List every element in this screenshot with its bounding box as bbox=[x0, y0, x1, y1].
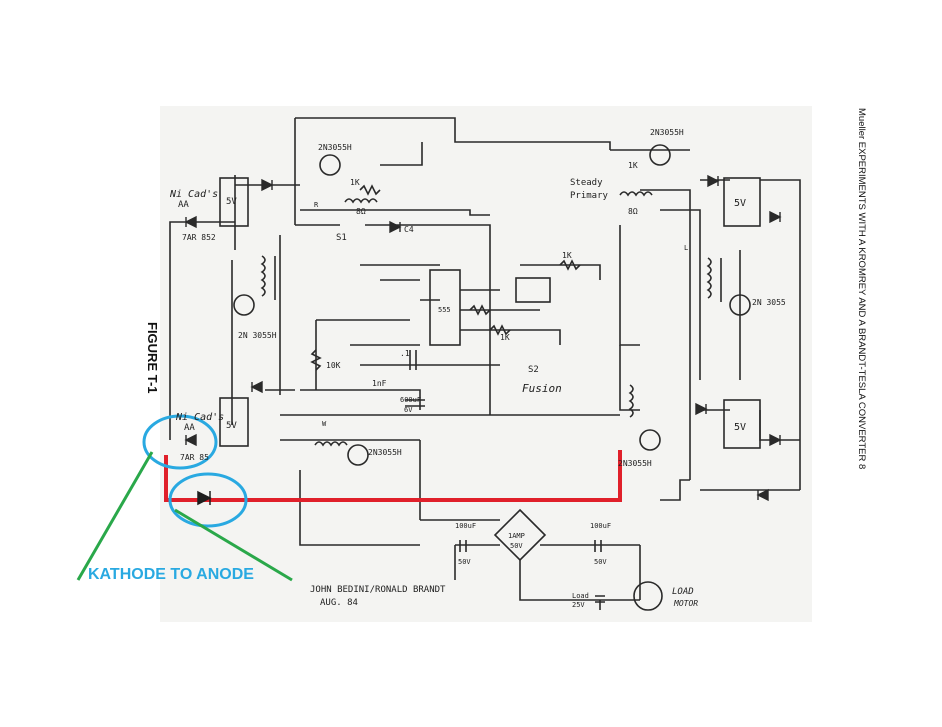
label-bridge-50v: 50V bbox=[510, 542, 523, 550]
label-battery-5v-1: 5V bbox=[226, 197, 237, 207]
figure-label: FIGURE T-1 bbox=[145, 322, 160, 394]
label-load-cap: Load bbox=[572, 592, 589, 600]
label-transistor-bottom: 2N3055H bbox=[368, 448, 402, 457]
label-transistor-top-right: 2N3055H bbox=[650, 128, 684, 137]
label-transistor-mid-right: 2N 3055 bbox=[752, 298, 786, 307]
label-cap-left-v: 50V bbox=[458, 558, 471, 566]
label-diode-top: 7AR 852 bbox=[182, 233, 216, 242]
scan-background bbox=[160, 106, 812, 622]
label-fusion: Fusion bbox=[522, 382, 562, 395]
label-nicad-bottom-aa: AA bbox=[184, 423, 195, 433]
side-page-number: 8 bbox=[856, 463, 867, 470]
label-cap-left: 100uF bbox=[455, 522, 476, 530]
callout-text: KATHODE TO ANODE bbox=[88, 566, 254, 583]
side-title-text: Mueller EXPERIMENTS WITH A KROMREY AND A… bbox=[856, 108, 867, 462]
label-led-c4: C4 bbox=[404, 225, 414, 234]
label-nicad-bottom: Ni Cad's bbox=[175, 412, 224, 423]
label-primary: Primary bbox=[570, 191, 609, 201]
diode-symbols bbox=[184, 174, 782, 502]
callout-circle-added-diode bbox=[168, 472, 248, 528]
label-res-10k: 10K bbox=[326, 361, 341, 370]
label-l: L bbox=[684, 244, 688, 252]
label-transistor-mid-left: 2N 3055H bbox=[238, 331, 277, 340]
label-res-1k-top: 1K bbox=[350, 178, 360, 187]
credit-line-2: AUG. 84 bbox=[320, 598, 358, 608]
label-cap-right-v: 50V bbox=[594, 558, 607, 566]
callout-circle-original-diode bbox=[142, 414, 218, 470]
label-diode-bottom: 7AR 85 bbox=[180, 453, 209, 462]
label-w: W bbox=[322, 420, 327, 428]
added-red-wire bbox=[164, 450, 622, 502]
label-bridge-1amp: 1AMP bbox=[508, 532, 525, 540]
label-nicad-top: Ni Cad's bbox=[169, 189, 218, 200]
label-transistor-top: 2N3055H bbox=[318, 143, 352, 152]
label-cap-1nf: 1nF bbox=[372, 379, 387, 388]
label-load-cap-v: 25V bbox=[572, 601, 585, 609]
label-res-8-2: 8Ω bbox=[356, 207, 366, 216]
label-motor: MOTOR bbox=[673, 599, 698, 608]
label-cap-right: 100uF bbox=[590, 522, 611, 530]
label-ic-555: 555 bbox=[438, 306, 451, 314]
label-nicad-top-aa: AA bbox=[178, 200, 189, 210]
label-steady: Steady bbox=[570, 178, 603, 188]
label-switch-s1: S1 bbox=[336, 233, 347, 243]
label-battery-5v-2: 5V bbox=[226, 421, 237, 431]
schematic-wiring bbox=[169, 117, 801, 611]
label-res-1k-mid: 1K bbox=[562, 251, 572, 260]
label-switch-s2: S2 bbox=[528, 365, 539, 375]
green-pointer-lines bbox=[76, 451, 293, 582]
schematic-labels: Ni Cad's AA Ni Cad's AA 5V 5V 5V 5V 7AR … bbox=[169, 128, 786, 609]
label-r: R bbox=[314, 201, 319, 209]
label-transistor-bottom-right: 2N3055H bbox=[618, 459, 652, 468]
side-title: Mueller EXPERIMENTS WITH A KROMREY AND A… bbox=[851, 108, 867, 538]
added-diode-icon bbox=[197, 490, 212, 506]
label-cap-1: .1 bbox=[400, 349, 410, 358]
label-res-1k-right: 1K bbox=[628, 161, 638, 170]
label-battery-5v-3: 5V bbox=[734, 198, 746, 209]
label-cap-600uf: 600uF bbox=[400, 396, 421, 404]
label-res-1k-low: 1K bbox=[500, 333, 510, 342]
label-load-motor: LOAD bbox=[672, 587, 694, 597]
label-battery-5v-4: 5V bbox=[734, 422, 746, 433]
label-res-8-2-right: 8Ω bbox=[628, 207, 638, 216]
credit-line-1: JOHN BEDINI/RONALD BRANDT bbox=[310, 585, 446, 595]
label-cap-6v: 6V bbox=[404, 406, 413, 414]
